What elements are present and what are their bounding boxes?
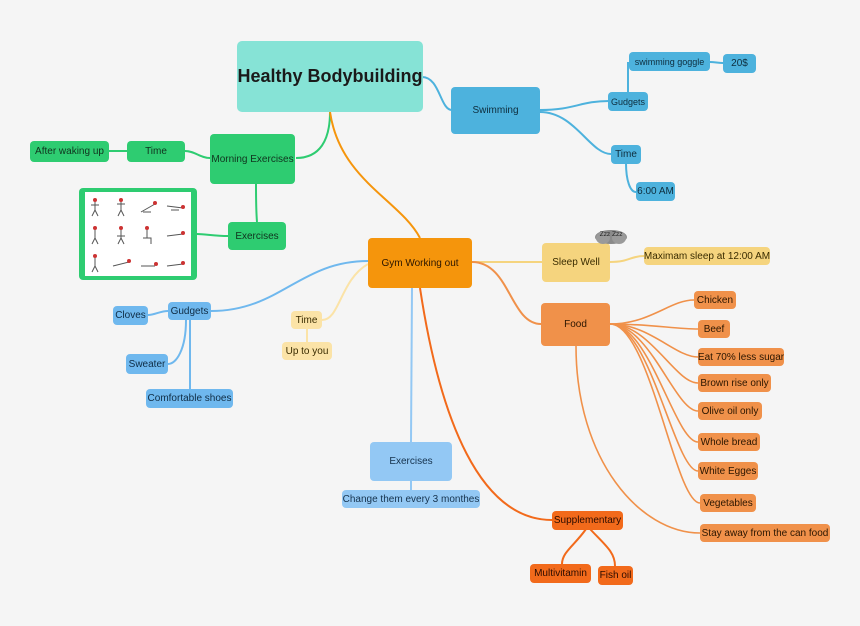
connector	[575, 345, 701, 534]
swimming-goggle-node[interactable]: swimming goggle	[629, 52, 710, 71]
connector	[184, 150, 211, 159]
morning-time-node[interactable]: Time	[127, 141, 185, 162]
gym-time-node[interactable]: Time	[291, 311, 322, 329]
cloud-text: Zzz Zzz	[599, 231, 623, 238]
connector	[709, 61, 724, 64]
connector	[609, 323, 701, 504]
food-node[interactable]: Food	[541, 303, 610, 346]
cloves-node[interactable]: Cloves	[113, 306, 148, 325]
morning-exercises-sub-node[interactable]: Exercises	[228, 222, 286, 250]
gym-gudgets-node[interactable]: Gudgets	[168, 302, 211, 320]
connector	[609, 255, 645, 263]
sweater-node[interactable]: Sweater	[126, 354, 168, 374]
connector	[210, 260, 369, 312]
food-no-can-food-node[interactable]: Stay away from the can food	[700, 524, 830, 542]
exercise-sheet	[85, 192, 191, 276]
connector	[539, 111, 612, 155]
figure-icon	[117, 226, 125, 245]
connector	[589, 528, 616, 567]
figure-icon	[112, 259, 131, 267]
food-vegetables-node[interactable]: Vegetables	[700, 494, 756, 512]
fish-oil-node[interactable]: Fish oil	[598, 566, 633, 585]
change-exercises-note-node[interactable]: Change them every 3 monthes	[342, 490, 480, 508]
supplementary-node[interactable]: Supplementary	[552, 511, 623, 530]
connector	[329, 111, 421, 239]
connector	[609, 323, 699, 472]
figure-icon	[140, 201, 157, 213]
connector	[539, 100, 610, 111]
connector	[471, 261, 542, 325]
connector	[167, 319, 187, 365]
figure-icon	[91, 254, 99, 273]
price-node[interactable]: 20$	[723, 54, 756, 73]
connector	[147, 310, 169, 316]
connector	[255, 183, 258, 223]
food-whole-bread-node[interactable]: Whole bread	[698, 433, 760, 451]
sleep-cloud-icon: Zzz Zzz	[594, 229, 628, 245]
figure-icon	[117, 198, 125, 217]
food-sugar-node[interactable]: Eat 70% less sugar	[698, 348, 784, 366]
food-chicken-node[interactable]: Chicken	[694, 291, 736, 309]
connector	[321, 263, 369, 321]
food-white-eggs-node[interactable]: White Egges	[698, 462, 758, 480]
gym-exercises-node[interactable]: Exercises	[370, 442, 452, 481]
root-node[interactable]: Healthy Bodybuilding	[237, 41, 423, 112]
max-sleep-note-node[interactable]: Maximam sleep at 12:00 AM	[644, 247, 770, 265]
food-brown-rice-node[interactable]: Brown rise only	[698, 374, 771, 392]
connector	[419, 287, 553, 521]
figure-icon	[166, 231, 185, 237]
up-to-you-node[interactable]: Up to you	[282, 342, 332, 360]
exercise-figures	[91, 198, 185, 273]
connector	[609, 299, 695, 325]
connector	[625, 162, 637, 193]
swimming-time-node[interactable]: Time	[611, 145, 641, 164]
exercise-chart-image	[79, 188, 197, 280]
figure-icon	[91, 226, 99, 245]
swimming-gudgets-node[interactable]: Gudgets	[608, 92, 648, 111]
morning-exercises-node[interactable]: Morning Exercises	[210, 134, 295, 184]
figure-icon	[166, 261, 185, 267]
food-beef-node[interactable]: Beef	[698, 320, 730, 338]
food-olive-oil-node[interactable]: Olive oil only	[698, 402, 762, 420]
comfortable-shoes-node[interactable]: Comfortable shoes	[146, 389, 233, 408]
connector	[295, 111, 331, 159]
multivitamin-node[interactable]: Multivitamin	[530, 564, 591, 583]
figure-icon	[141, 262, 158, 267]
sleep-well-node[interactable]: Sleep Well	[542, 243, 610, 282]
gym-working-out-node[interactable]: Gym Working out	[368, 238, 472, 288]
figure-icon	[166, 205, 185, 211]
connector	[561, 528, 587, 565]
connector	[196, 233, 229, 237]
figure-icon	[91, 198, 99, 217]
swimming-node[interactable]: Swimming	[451, 87, 540, 134]
after-waking-up-node[interactable]: After waking up	[30, 141, 109, 162]
figure-icon	[143, 226, 152, 244]
connector	[410, 287, 413, 443]
connector	[421, 76, 453, 111]
swimming-time-value-node[interactable]: 6:00 AM	[636, 182, 675, 201]
